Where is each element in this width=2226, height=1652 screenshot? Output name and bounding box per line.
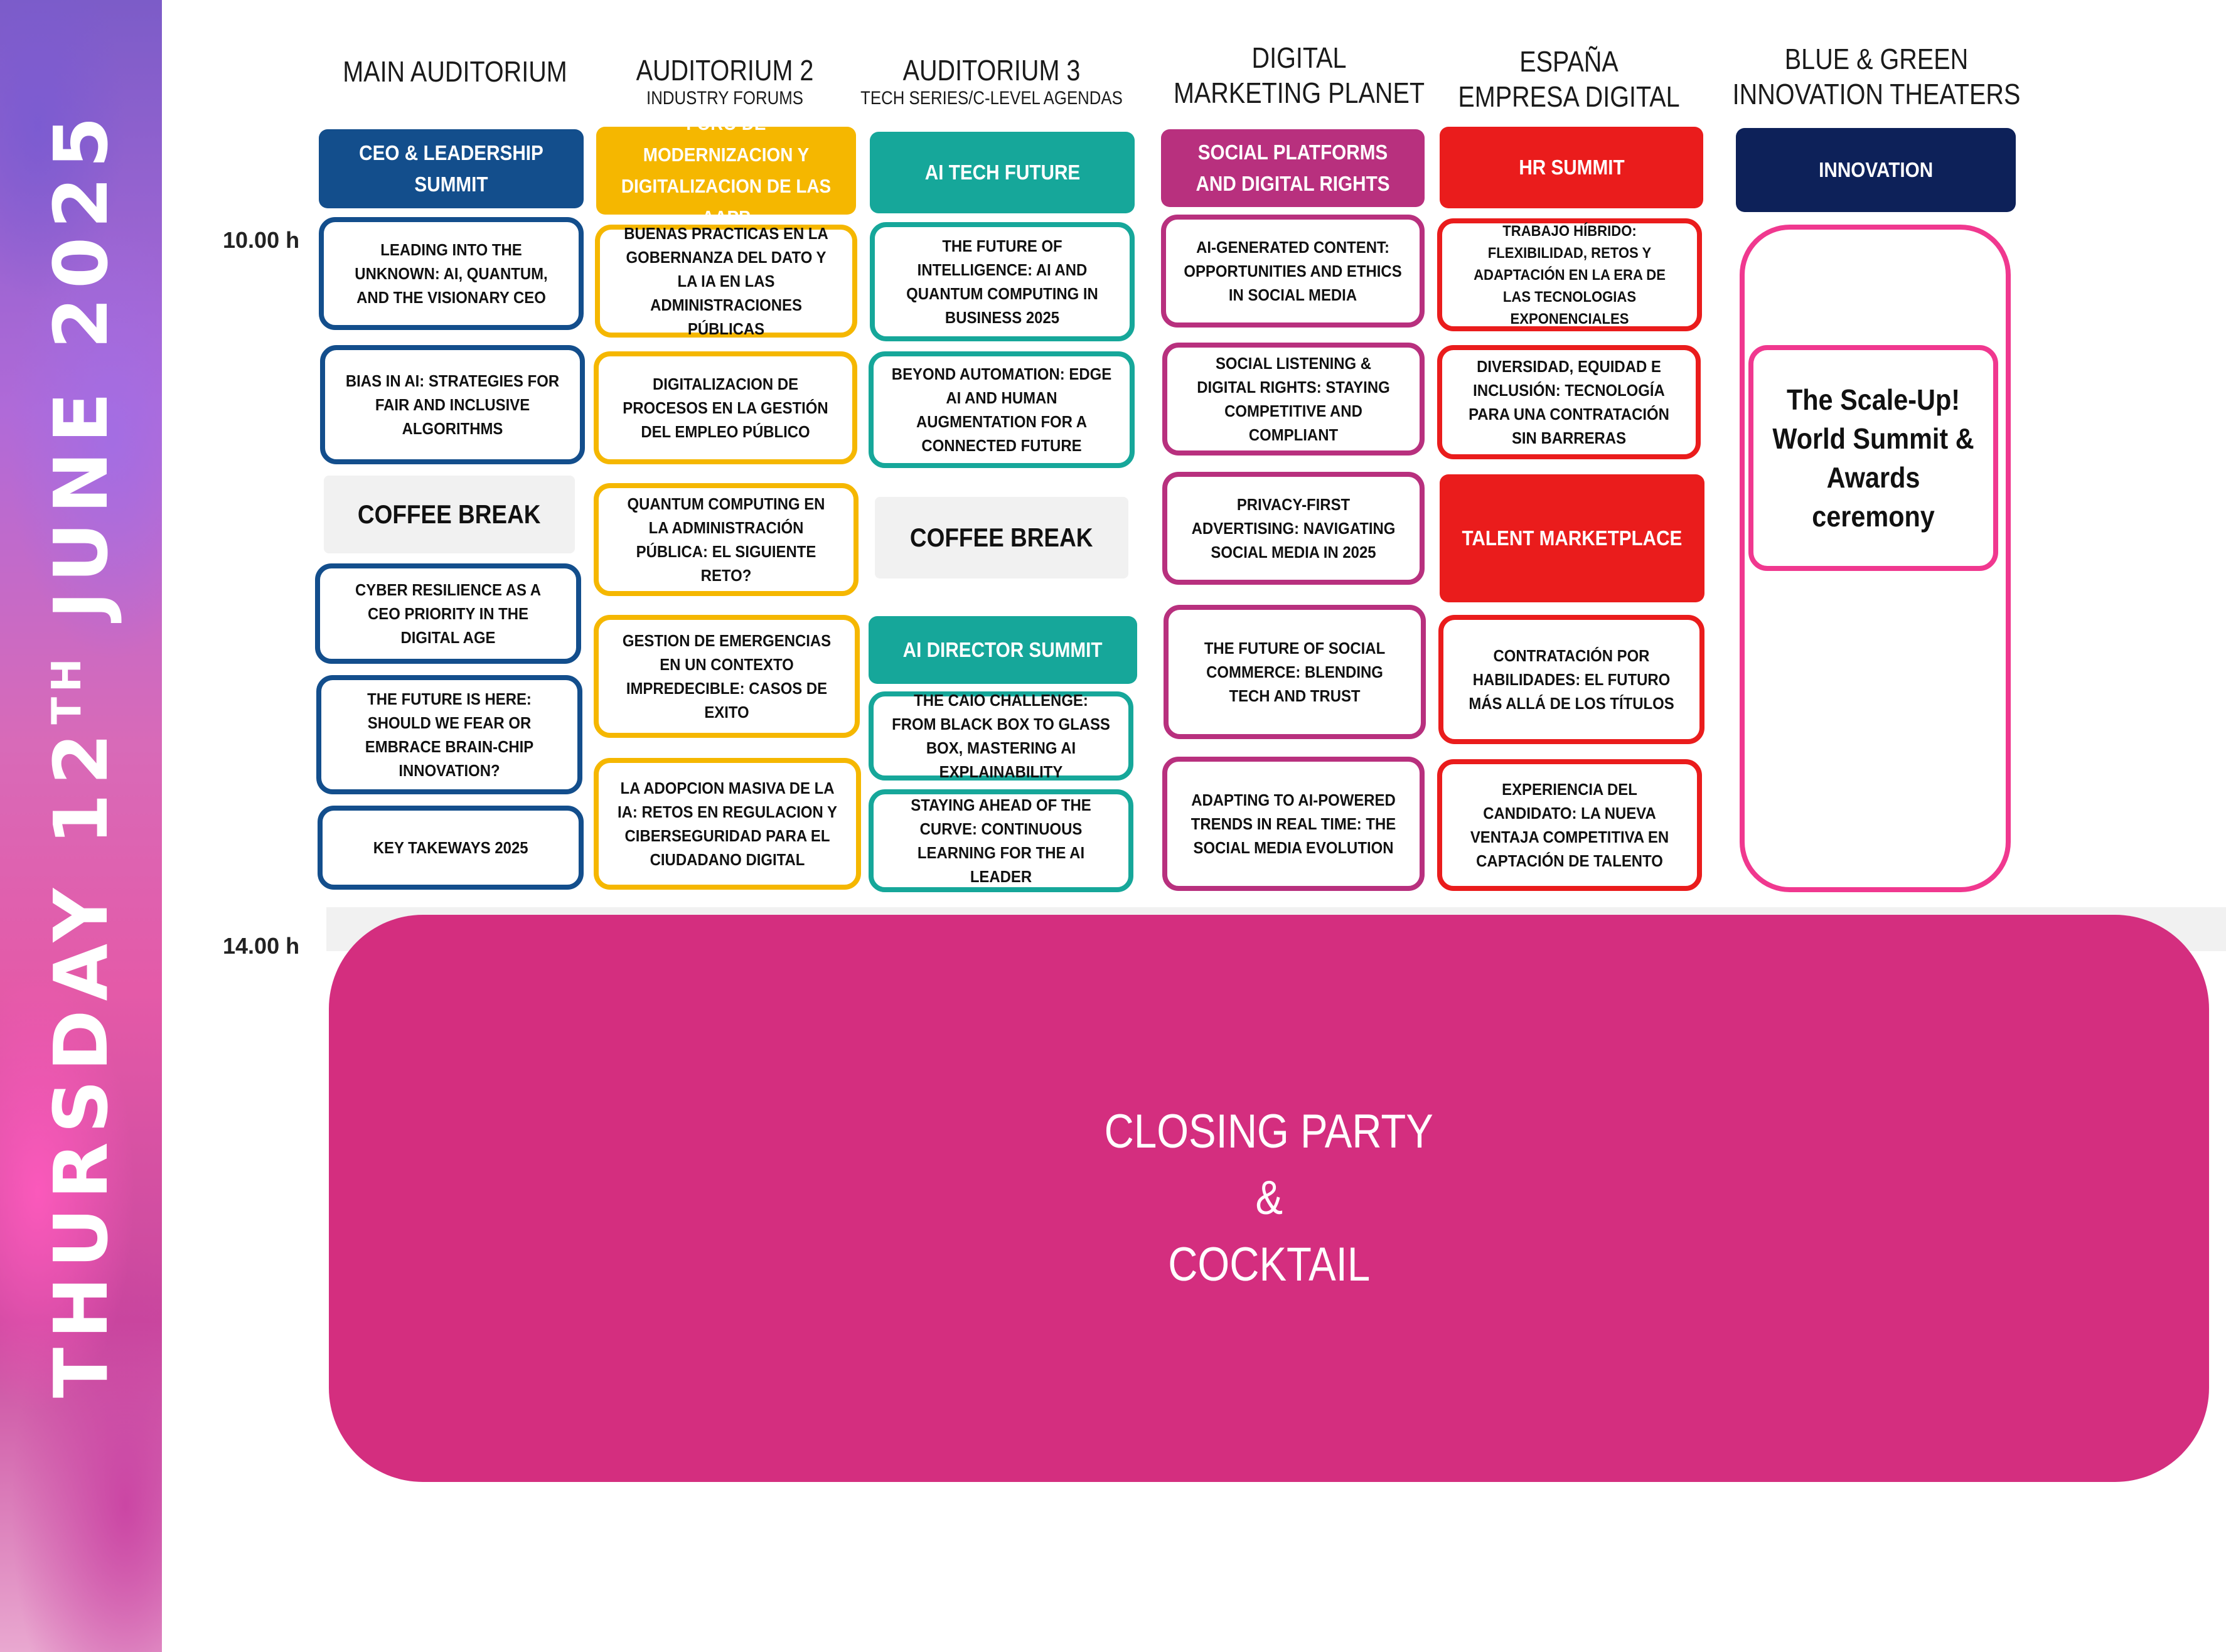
session-card[interactable]: KEY TAKEWAYS 2025 [318,806,584,890]
closing-party-block: CLOSING PARTY & COCKTAIL [329,915,2209,1482]
session-card[interactable]: ADAPTING TO AI-POWERED TRENDS IN REAL TI… [1162,757,1425,891]
session-card[interactable]: DIGITALIZACION DE PROCESOS EN LA GESTIÓN… [594,351,857,464]
session-card[interactable]: LA ADOPCION MASIVA DE LA IA: RETOS EN RE… [594,758,861,890]
session-card[interactable]: EXPERIENCIA DEL CANDIDATO: LA NUEVA VENT… [1437,759,1702,891]
session-card[interactable]: THE FUTURE IS HERE: SHOULD WE FEAR OR EM… [316,675,582,794]
track-innovation: INNOVATION [1736,128,2016,212]
track-foro-modernizacion: FORO DE MODERNIZACION Y DIGITALIZACION D… [596,112,856,228]
day-label: THURSDAY 12TH JUNE 2025 [38,107,124,1399]
coffee-break: COFFEE BREAK [875,497,1128,578]
col-head-auditorium-2: AUDITORIUM 2 INDUSTRY FORUMS [636,54,814,109]
session-card[interactable]: QUANTUM COMPUTING EN LA ADMINISTRACIÓN P… [594,483,859,596]
session-card[interactable]: BEYOND AUTOMATION: EDGE AI AND HUMAN AUG… [869,351,1135,468]
session-card[interactable]: BIAS IN AI: STRATEGIES FOR FAIR AND INCL… [320,345,585,464]
session-card[interactable]: LEADING INTO THE UNKNOWN: AI, QUANTUM, A… [319,217,584,330]
coffee-break: COFFEE BREAK [324,476,575,553]
session-card[interactable]: THE FUTURE OF INTELLIGENCE: AI AND QUANT… [870,222,1135,341]
time-14: 14.00 h [223,933,300,959]
session-card[interactable]: BUENAS PRACTICAS EN LA GOBERNANZA DEL DA… [595,224,857,338]
col-head-main-auditorium: MAIN AUDITORIUM [343,55,567,88]
session-card[interactable]: The Scale-Up! World Summit & Awards cere… [1748,345,1998,571]
session-card[interactable]: THE FUTURE OF SOCIAL COMMERCE: BLENDING … [1164,605,1426,739]
session-card[interactable]: DIVERSIDAD, EQUIDAD E INCLUSIÓN: TECNOLO… [1437,345,1701,459]
session-card[interactable]: THE CAIO CHALLENGE: FROM BLACK BOX TO GL… [869,691,1133,781]
col-head-innovation-theaters: BLUE & GREEN INNOVATION THEATERS [1732,43,2021,110]
track-ai-director-summit: AI DIRECTOR SUMMIT [869,616,1137,684]
session-card[interactable]: SOCIAL LISTENING & DIGITAL RIGHTS: STAYI… [1162,343,1425,456]
track-ceo-leadership: CEO & LEADERSHIP SUMMIT [319,129,584,208]
track-social-platforms: SOCIAL PLATFORMS AND DIGITAL RIGHTS [1161,129,1425,207]
track-ai-tech-future: AI TECH FUTURE [870,132,1135,213]
session-card[interactable]: CYBER RESILIENCE AS A CEO PRIORITY IN TH… [315,563,581,664]
session-card[interactable]: GESTION DE EMERGENCIAS EN UN CONTEXTO IM… [594,615,860,738]
session-card[interactable]: TRABAJO HÍBRIDO: FLEXIBILIDAD, RETOS Y A… [1437,218,1702,331]
track-hr-summit: HR SUMMIT [1440,127,1703,208]
sidebar-banner: THURSDAY 12TH JUNE 2025 [0,0,162,1652]
session-card[interactable]: AI-GENERATED CONTENT: OPPORTUNITIES AND … [1161,215,1425,328]
col-head-auditorium-3: AUDITORIUM 3 TECH SERIES/C-LEVEL AGENDAS [860,54,1123,109]
session-card[interactable]: PRIVACY-FIRST ADVERTISING: NAVIGATING SO… [1162,472,1425,585]
col-head-espana: ESPAÑA EMPRESA DIGITAL [1458,45,1680,113]
col-head-digital-marketing: DIGITAL MARKETING PLANET [1173,41,1425,109]
session-card[interactable]: STAYING AHEAD OF THE CURVE: CONTINUOUS L… [869,789,1133,892]
session-card[interactable]: CONTRATACIÓN POR HABILIDADES: EL FUTURO … [1438,615,1704,744]
track-talent-marketplace: TALENT MARKETPLACE [1440,474,1704,602]
time-10: 10.00 h [223,227,300,253]
